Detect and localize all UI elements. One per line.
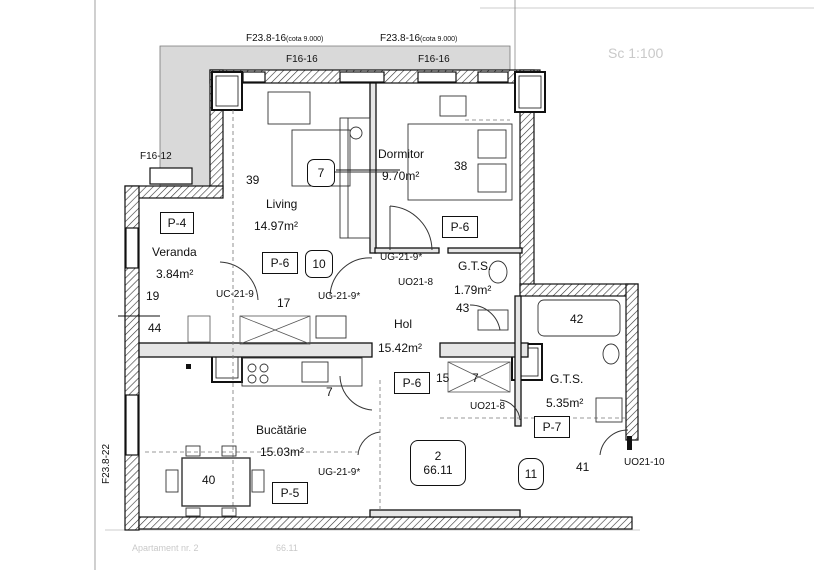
leader-lines bbox=[118, 169, 400, 317]
door-ug-living: UG-21-9* bbox=[318, 291, 361, 302]
footer-left: Apartament nr. 2 bbox=[132, 543, 199, 553]
dashed-lines bbox=[145, 110, 625, 512]
living-name: Living bbox=[266, 197, 298, 211]
apartment-number: 2 bbox=[434, 449, 442, 463]
window-label-3: F16-12 bbox=[140, 151, 172, 162]
gts1-number: 43 bbox=[456, 301, 470, 315]
tag-p6-bedroom: P-6 bbox=[442, 216, 478, 238]
bucatarie-number: 40 bbox=[202, 473, 216, 487]
veranda-area: 3.84m² bbox=[156, 267, 194, 281]
gts2-area: 5.35m² bbox=[546, 396, 584, 410]
interior-walls bbox=[138, 82, 529, 518]
tag-p7: P-7 bbox=[534, 416, 570, 438]
tag-p6-hol: P-6 bbox=[394, 372, 430, 394]
gts1-name: G.T.S. bbox=[458, 259, 492, 273]
scale-label: Sc 1:100 bbox=[608, 45, 664, 61]
number-7-hol: 7 bbox=[472, 371, 479, 385]
window-label-2: F16-16 bbox=[418, 54, 450, 65]
marker-10: 10 bbox=[305, 250, 333, 278]
gts2-number: 42 bbox=[570, 312, 584, 326]
door-uc-veranda: UC-21-9 bbox=[216, 289, 254, 300]
tag-p4: P-4 bbox=[160, 212, 194, 234]
tag-p5: P-5 bbox=[272, 482, 308, 504]
door-uo-entrance: UO21-10 bbox=[624, 457, 665, 468]
number-44: 44 bbox=[148, 321, 162, 335]
living-number: 39 bbox=[246, 173, 260, 187]
door-ug-kitchen: UG-21-9* bbox=[318, 467, 361, 478]
kitchen-furniture bbox=[165, 357, 363, 517]
veranda-name: Veranda bbox=[152, 245, 197, 259]
door-uo-gts1: UO21-8 bbox=[398, 277, 434, 288]
marker-11: 11 bbox=[518, 458, 544, 490]
veranda-number: 19 bbox=[146, 289, 160, 303]
closets bbox=[187, 315, 511, 393]
footer-right: 66.11 bbox=[276, 543, 298, 553]
bucatarie-name: Bucătărie bbox=[256, 423, 307, 437]
top-label-right: F23.8-16(cota 9.000) bbox=[380, 33, 458, 44]
window-label-4: F23.8-22 bbox=[101, 443, 112, 484]
gts2-name: G.T.S. bbox=[550, 372, 584, 386]
living-area: 14.97m² bbox=[254, 219, 299, 233]
hol-area: 15.42m² bbox=[378, 341, 423, 355]
door-uo-gts2: UO21-8 bbox=[470, 401, 506, 412]
number-7-kitchen: 7 bbox=[326, 385, 333, 399]
marker-7: 7 bbox=[307, 159, 335, 187]
small-marks bbox=[186, 364, 632, 450]
bucatarie-area: 15.03m² bbox=[260, 445, 305, 459]
number-17: 17 bbox=[277, 296, 291, 310]
gts1-area: 1.79m² bbox=[454, 283, 492, 297]
number-15: 15 bbox=[436, 371, 450, 385]
dormitor-area: 9.70m² bbox=[382, 169, 420, 183]
room-41-number: 41 bbox=[576, 460, 590, 474]
bathroom-fixtures bbox=[315, 260, 623, 423]
top-label-left: F23.8-16(cota 9.000) bbox=[246, 33, 324, 44]
dormitor-number: 38 bbox=[454, 159, 468, 173]
hol-name: Hol bbox=[394, 317, 413, 331]
bedroom-furniture bbox=[407, 95, 513, 201]
window-marks bbox=[125, 71, 509, 456]
window-label-1: F16-16 bbox=[286, 54, 318, 65]
dormitor-name: Dormitor bbox=[378, 147, 425, 161]
apartment-area: 66.11 bbox=[423, 463, 453, 477]
apartment-badge: 2 66.11 bbox=[410, 440, 466, 486]
frame-lines bbox=[94, 0, 814, 570]
tag-p6-living: P-6 bbox=[262, 252, 298, 274]
door-ug-bedroom: UG-21-9* bbox=[380, 252, 423, 263]
